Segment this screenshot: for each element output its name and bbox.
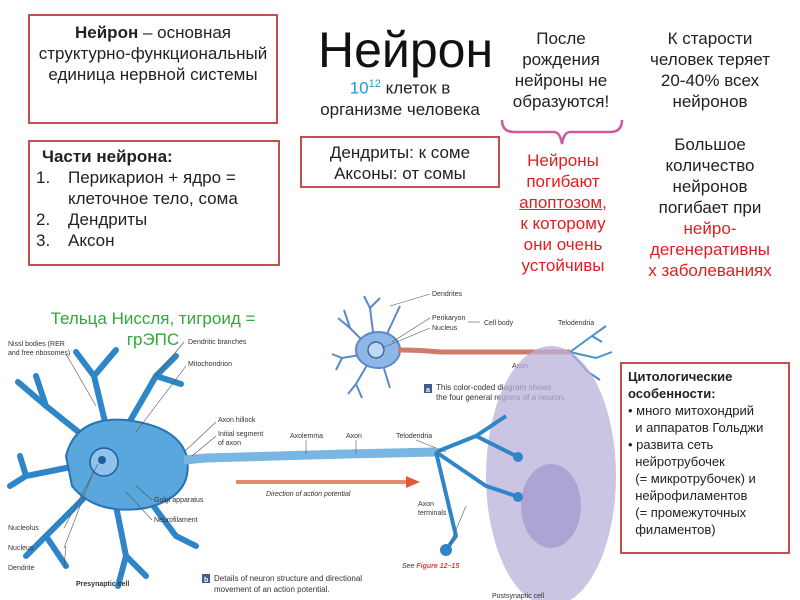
- directions-box: Дендриты: к соме Аксоны: от сомы: [300, 136, 500, 188]
- label-initial-segment-2: of axon: [218, 440, 241, 447]
- label-nissl-2: and free ribosomes): [8, 350, 70, 357]
- definition-term: Нейрон: [75, 23, 139, 42]
- list-item: • развита сеть нейротрубочек (= микротру…: [628, 437, 756, 537]
- list-item: 1.Перикарион + ядро = клеточное тело, со…: [36, 168, 238, 208]
- label-dendritic-branches: Dendritic branches: [188, 339, 247, 346]
- label-axon-terminals-2: terminals: [418, 510, 447, 517]
- label-dendrites: Dendrites: [432, 291, 462, 298]
- definition-box: Нейрон – основная структурно-функциональ…: [28, 14, 278, 124]
- neuron-diagram-large: Nissl bodies (RER and free ribosomes) De…: [7, 339, 616, 600]
- label-mitochondrion: Mitochondrion: [188, 361, 232, 368]
- parts-heading: Части нейрона:: [42, 147, 173, 166]
- after-birth-note: После рождения нейроны не образуются!: [512, 29, 610, 111]
- label-axon-terminals-1: Axon: [418, 501, 434, 508]
- label-axon-large: Axon: [346, 433, 362, 440]
- label-presynaptic: Presynaptic cell: [76, 581, 129, 588]
- label-dendrite: Dendrite: [8, 565, 35, 572]
- definition-text: – основная структурно-функциональный еди…: [38, 23, 268, 84]
- label-telodendria-large: Telodendria: [396, 433, 432, 440]
- label-cell-body: Cell body: [484, 320, 514, 327]
- label-nucleus-small: Nucleus: [432, 325, 458, 332]
- axon-shape: [397, 347, 570, 355]
- svg-text:b: b: [204, 577, 208, 584]
- caption-a-badge: [424, 384, 432, 393]
- brace-icon: [500, 119, 624, 145]
- soma-shape: [64, 418, 189, 511]
- label-initial-segment-1: Initial segment: [218, 431, 263, 438]
- label-axon-hillock: Axon hillock: [218, 417, 256, 424]
- list-item: • много митохондрий и аппаратов Гольджи: [628, 403, 764, 435]
- caption-b-line2: movement of an action potential.: [214, 585, 330, 594]
- caption-b-line1: Details of neuron structure and directio…: [214, 574, 362, 583]
- axon-large-shape: [183, 447, 437, 465]
- label-telodendria-small: Telodendria: [558, 320, 594, 327]
- label-nucleus-large: Nucleus: [8, 545, 34, 552]
- caption-b-badge: [202, 574, 210, 583]
- nucleolus-shape: [98, 456, 106, 464]
- label-neurofilament: Neurofilament: [154, 517, 198, 524]
- label-see-figure: See Figure 12–15: [402, 563, 459, 570]
- apoptosis-link[interactable]: апоптозом: [519, 193, 603, 212]
- label-nissl-1: Nissl bodies (RER: [8, 341, 65, 348]
- label-golgi: Golgi apparatus: [154, 497, 204, 504]
- old-age-note: К старости человек теряет 20-40% всех не…: [650, 29, 770, 111]
- degenerative-note: Большое количество нейронов погибает при…: [648, 135, 772, 280]
- label-axolemma: Axolemma: [290, 433, 323, 440]
- nucleus-shape: [367, 341, 385, 359]
- list-item: 2.Дендриты: [36, 210, 148, 229]
- svg-text:a: a: [426, 387, 430, 394]
- nissl-note: Тельца Ниссля, тигроид = грЭПС: [50, 309, 256, 349]
- caption-a-line1: This color-coded diagram shows: [436, 383, 551, 392]
- list-item: 3.Аксон: [36, 231, 115, 250]
- label-direction: Direction of action potential: [266, 491, 351, 498]
- apoptosis-note: Нейроны погибают апоптозом, к которому о…: [519, 151, 607, 275]
- parts-box: Части нейрона: 1.Перикарион + ядро = кле…: [28, 140, 280, 266]
- parts-list: 1.Перикарион + ядро = клеточное тело, со…: [36, 167, 272, 251]
- label-perikaryon: Perikaryon: [432, 315, 466, 322]
- label-postsynaptic: Postsynaptic cell: [492, 593, 545, 600]
- label-nucleolus: Nucleolus: [8, 525, 39, 532]
- cell-count: 1012 клеток в организме человека: [320, 78, 480, 119]
- page-title: Нейрон: [318, 22, 494, 78]
